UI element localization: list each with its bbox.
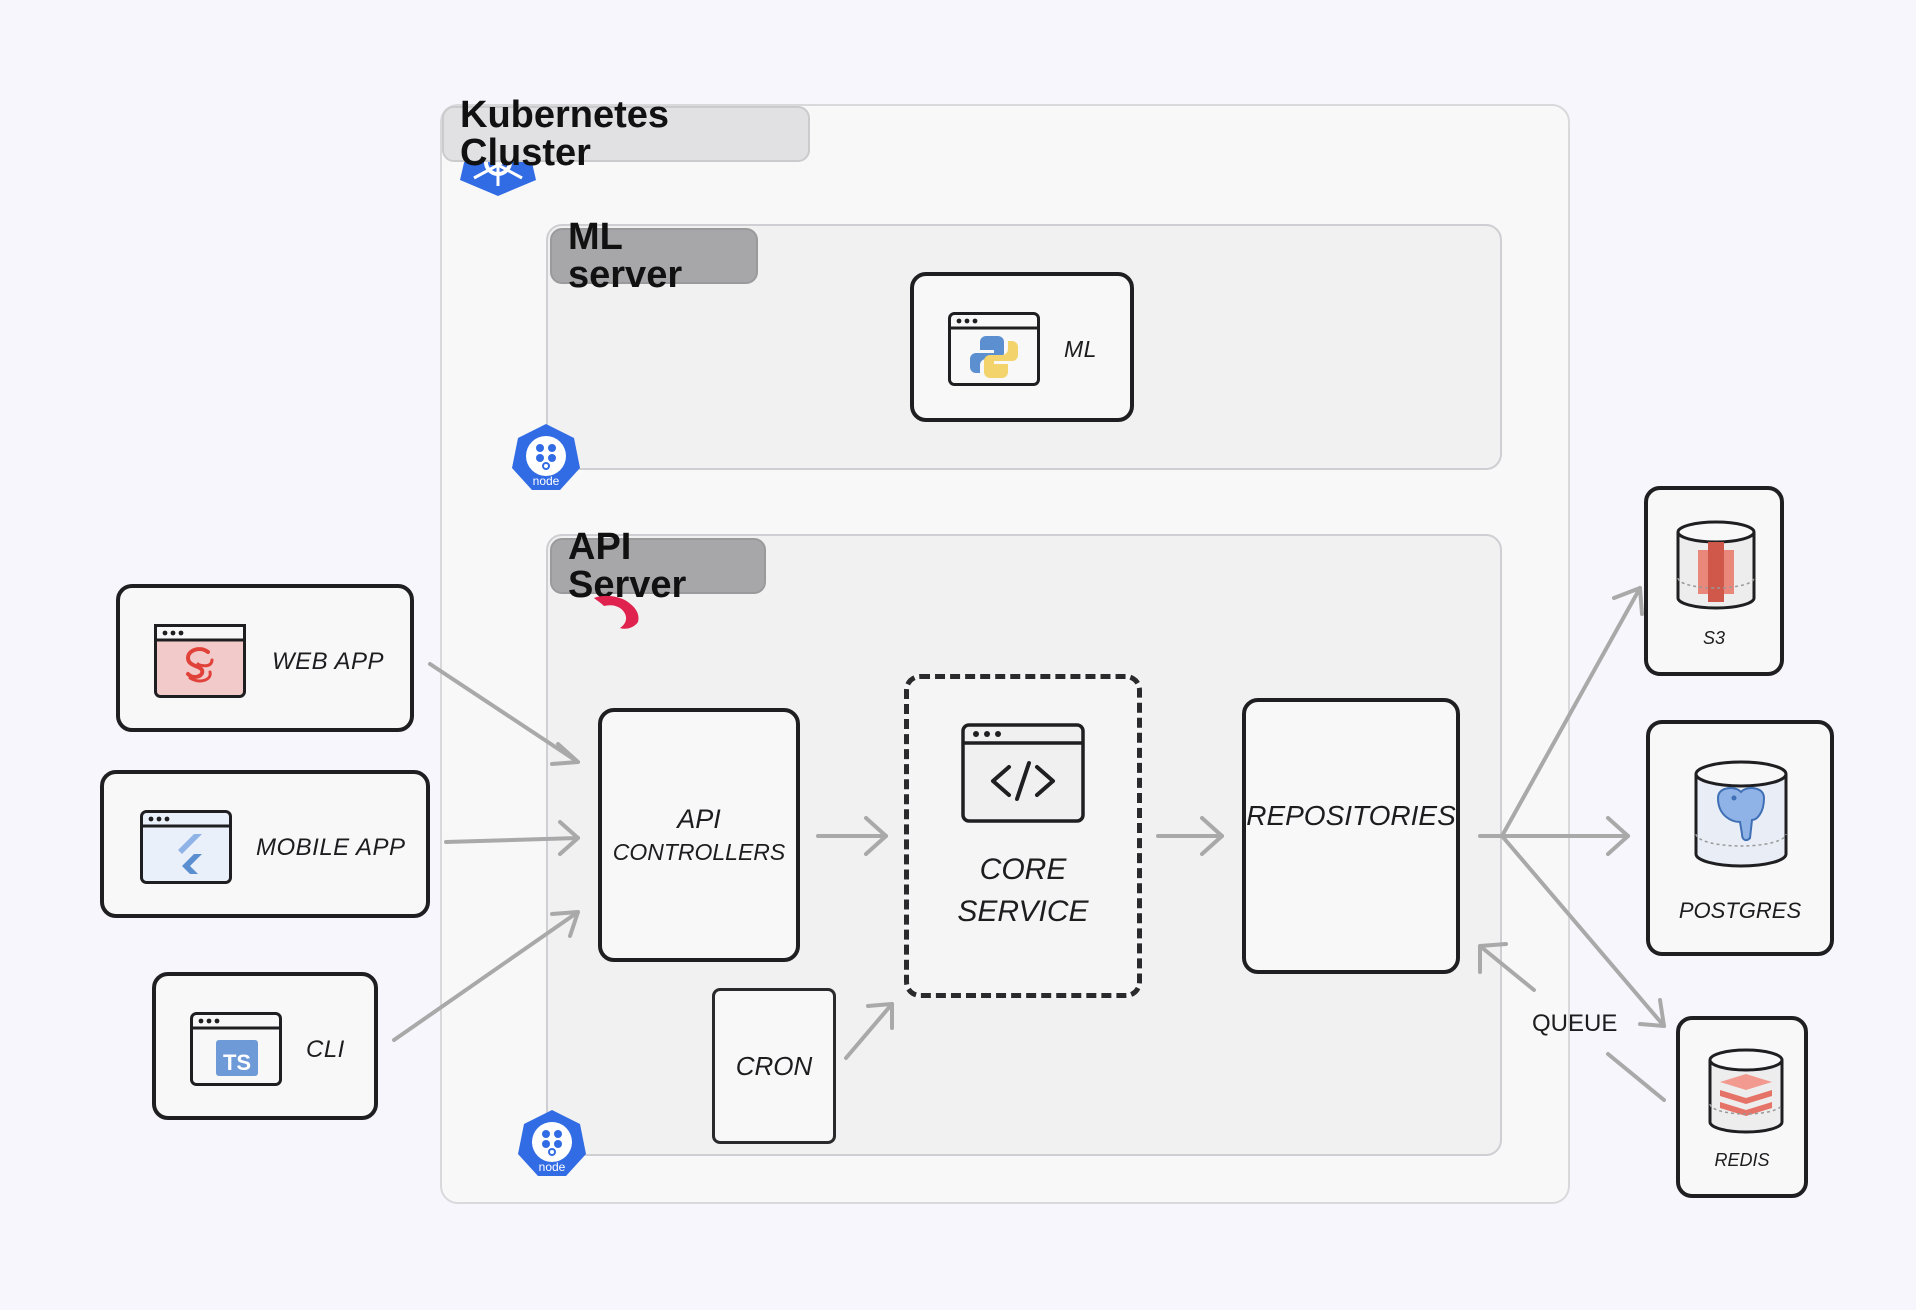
s3-database-icon (1676, 520, 1756, 610)
kubernetes-node-icon (512, 424, 580, 490)
core-service-box[interactable]: CORE SERVICE (904, 674, 1142, 998)
store-postgres[interactable]: POSTGRES (1646, 720, 1834, 956)
store-redis[interactable]: REDIS (1676, 1016, 1808, 1198)
arrow-cron-to-core (844, 1002, 894, 1060)
svg-text:TS: TS (223, 1050, 251, 1075)
code-window-icon (961, 723, 1085, 823)
ml-service-box[interactable]: ML (910, 272, 1134, 422)
arrow-repositories-to-redis (1500, 834, 1666, 1028)
api-node-badge: node (516, 1108, 588, 1180)
arrowhead-web (550, 742, 580, 766)
arrow-cli-to-controllers (392, 910, 580, 1042)
kubernetes-node-icon (518, 1110, 586, 1176)
postgres-label: POSTGRES (1678, 898, 1802, 923)
arrowhead-cron (866, 1002, 894, 1030)
api-controllers-box[interactable]: API CONTROLLERS (598, 708, 800, 962)
arrow-web-to-controllers (428, 662, 580, 764)
nestjs-icon (594, 595, 639, 629)
api-node-label: node (538, 1160, 566, 1174)
client-web-app[interactable]: WEB APP (116, 584, 414, 732)
arrowhead-mobile (558, 820, 580, 856)
s3-label: S3 (1702, 628, 1726, 648)
arrow-repositories-to-s3 (1500, 586, 1642, 838)
redis-label: REDIS (1714, 1150, 1770, 1170)
mobile-app-label: MOBILE APP (256, 834, 406, 861)
store-s3[interactable]: S3 (1644, 486, 1784, 676)
redis-database-icon (1708, 1048, 1784, 1134)
controllers-line1: API (677, 804, 721, 834)
arrowhead-redis (1638, 998, 1666, 1028)
repositories-label: REPOSITORIES (1246, 800, 1456, 831)
arrowhead-queue (1478, 942, 1508, 974)
postgres-database-icon (1694, 760, 1788, 868)
arrowhead-s3 (1612, 586, 1644, 616)
arrowhead-repositories (1200, 816, 1224, 856)
cli-label: CLI (306, 1036, 345, 1063)
cron-box[interactable]: CRON (712, 988, 836, 1144)
queue-label: QUEUE (1532, 1010, 1618, 1037)
repositories-box[interactable]: REPOSITORIES (1242, 698, 1460, 974)
arrowhead-postgres (1606, 816, 1630, 856)
ml-node-badge: node (510, 422, 582, 494)
controllers-line2: CONTROLLERS (612, 839, 786, 865)
flutter-window-icon (140, 810, 232, 884)
web-app-label: WEB APP (272, 648, 384, 675)
cluster-title: Kubernetes Cluster (442, 96, 810, 172)
client-cli[interactable]: TS CLI (152, 972, 378, 1120)
arrow-queue-to-repositories (1478, 944, 1536, 992)
arrowhead-core (864, 816, 888, 856)
ml-service-label: ML (1064, 336, 1097, 362)
ml-node-label: node (532, 474, 560, 488)
client-mobile-app[interactable]: MOBILE APP (100, 770, 430, 918)
arrow-queue-lower (1606, 1052, 1666, 1102)
python-window-icon (948, 312, 1040, 386)
cron-label: CRON (735, 1050, 813, 1081)
arrowhead-cli (550, 910, 580, 938)
typescript-window-icon: TS (190, 1012, 282, 1086)
core-line1: CORE (979, 853, 1067, 886)
svelte-window-icon (154, 624, 246, 698)
core-line2: SERVICE (957, 895, 1089, 928)
arrow-mobile-to-controllers (444, 836, 580, 844)
